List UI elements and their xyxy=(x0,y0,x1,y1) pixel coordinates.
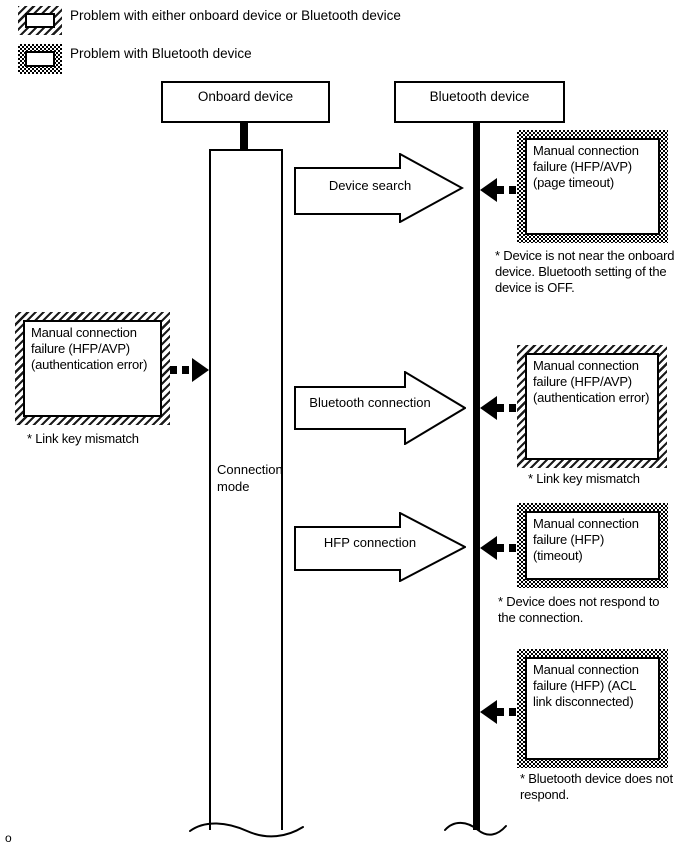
failure-box-left-auth-error-text: Manual connection failure (HFP/AVP) (aut… xyxy=(23,320,162,417)
break-wave-bluetooth xyxy=(440,814,510,840)
footer-mark: o xyxy=(5,831,12,845)
onboard-connector-bar xyxy=(240,122,248,150)
failure-box-hfp-timeout-text: Manual connection failure (HFP) (timeout… xyxy=(525,511,660,580)
dashed-arrow-page-timeout xyxy=(480,176,518,204)
dashed-arrow-hfp-timeout xyxy=(480,534,518,562)
failure-box-left-auth-error: Manual connection failure (HFP/AVP) (aut… xyxy=(15,312,170,425)
failure-note-left-auth-error: * Link key mismatch xyxy=(27,431,139,446)
bluetooth-connection-arrow-shape xyxy=(294,371,466,445)
onboard-device-box: Onboard device xyxy=(161,81,330,123)
legend-hatch-swatch-inner xyxy=(25,13,55,28)
failure-box-page-timeout: Manual connection failure (HFP/AVP) (pag… xyxy=(517,130,668,243)
hfp-connection-arrow-label: HFP connection xyxy=(323,535,417,550)
bluetooth-lifeline-bar xyxy=(473,122,480,830)
device-search-arrow: Device search xyxy=(294,153,464,223)
failure-box-acl-disconnected: Manual connection failure (HFP) (ACL lin… xyxy=(517,649,668,768)
connection-mode-label: Connection mode xyxy=(217,462,283,494)
connection-mode-rect: Connection mode xyxy=(209,149,283,830)
legend-stipple-swatch xyxy=(18,44,62,74)
hfp-connection-arrow: HFP connection xyxy=(294,512,466,582)
failure-box-page-timeout-text: Manual connection failure (HFP/AVP) (pag… xyxy=(525,138,660,235)
dashed-arrow-auth-error-right xyxy=(480,394,518,422)
failure-note-auth-error-right: * Link key mismatch xyxy=(528,471,640,486)
legend-stipple-swatch-inner xyxy=(25,51,55,67)
failure-box-acl-disconnected-text: Manual connection failure (HFP) (ACL lin… xyxy=(525,657,660,760)
bluetooth-device-box: Bluetooth device xyxy=(394,81,565,123)
bluetooth-connection-arrow-label: Bluetooth connection xyxy=(309,394,431,410)
device-search-arrow-label: Device search xyxy=(328,177,412,193)
bluetooth-device-title: Bluetooth device xyxy=(429,89,530,104)
legend-hatch-label: Problem with either onboard device or Bl… xyxy=(70,8,401,23)
legend-hatch-swatch xyxy=(18,6,62,35)
failure-note-hfp-timeout: * Device does not respond to the connect… xyxy=(498,594,660,625)
dashed-arrow-acl-disconnected xyxy=(480,698,518,726)
failure-box-auth-error-right: Manual connection failure (HFP/AVP) (aut… xyxy=(517,345,667,468)
break-wave-onboard xyxy=(185,814,310,840)
failure-note-acl-disconnected: * Bluetooth device does not respond. xyxy=(520,771,673,802)
bluetooth-connection-arrow: Bluetooth connection xyxy=(294,371,466,445)
device-search-arrow-shape xyxy=(294,153,464,223)
hfp-connection-arrow-shape xyxy=(294,512,466,582)
legend-stipple-label: Problem with Bluetooth device xyxy=(70,46,252,61)
dashed-arrow-auth-error-left xyxy=(170,356,209,384)
failure-box-hfp-timeout: Manual connection failure (HFP) (timeout… xyxy=(517,503,668,588)
failure-note-page-timeout: * Device is not near the onboard device.… xyxy=(495,248,675,295)
failure-box-auth-error-right-text: Manual connection failure (HFP/AVP) (aut… xyxy=(525,353,659,460)
onboard-device-title: Onboard device xyxy=(197,89,294,104)
